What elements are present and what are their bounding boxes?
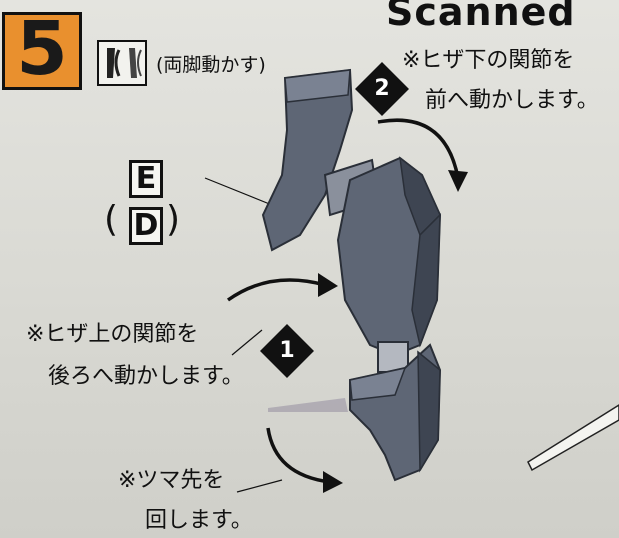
step-number: 5 [16,6,68,92]
part-label-e: E [129,160,163,198]
callout-2-number: 2 [374,76,390,101]
note-1-line1: ※ヒザ上の関節を [26,322,199,347]
scanned-watermark: Scanned [386,0,576,34]
note-2-line1: ※ヒザ下の関節を [402,48,575,73]
both-legs-icon [97,40,147,86]
toe-note-line1: ※ツマ先を [118,468,225,493]
paren-open: ( [104,199,119,240]
paren-close: ) [166,199,181,240]
part-label-d: D [129,207,163,245]
note-2-line2: 前へ動かします。 [425,88,599,113]
step-caption: (両脚動かす) [156,54,266,76]
toe-note-line2: 回します。 [145,508,253,533]
callout-1-number: 1 [279,338,295,363]
step-number-box: 5 [2,12,82,90]
note-1-line2: 後ろへ動かします。 [48,364,244,389]
